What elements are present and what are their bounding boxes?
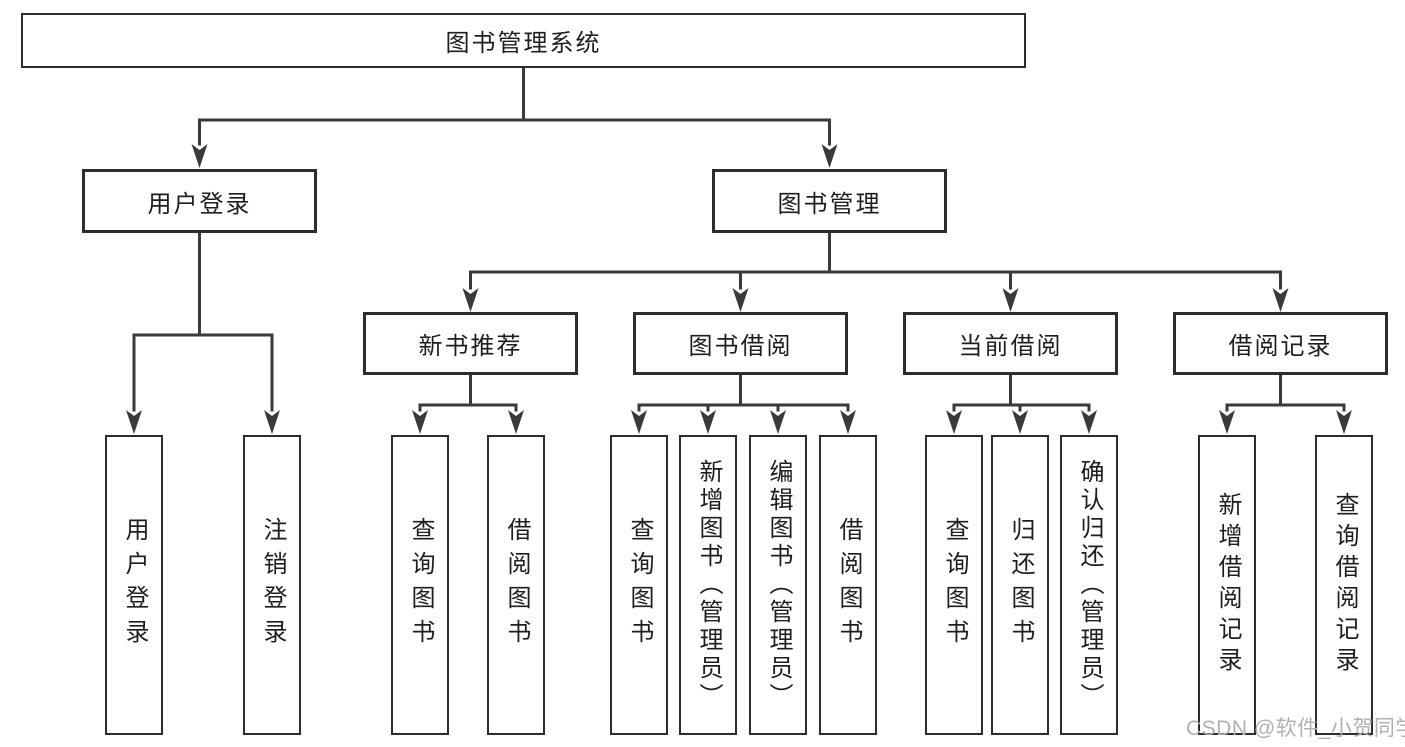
leaf-add-borrow-record: 新增借阅记录 — [1198, 435, 1256, 735]
leaf-query-books-recommend: 查询图书 — [391, 435, 449, 735]
leaf-user-login: 用户登录 — [105, 435, 163, 735]
leaf-query-books-current: 查询图书 — [925, 435, 983, 735]
leaf-query-books-recommend-label: 查询图书 — [407, 517, 434, 653]
leaf-edit-book-admin-label: 编辑图书（管理员） — [765, 459, 792, 711]
node-current-borrow: 当前借阅 — [903, 312, 1118, 375]
connector-current-trunk — [952, 373, 1091, 407]
watermark-text: CSDN @软件_小贺同学 — [1186, 717, 1405, 740]
leaf-add-book-admin-label: 新增图书（管理员） — [695, 459, 722, 711]
connector-bookmgmt-trunk — [469, 231, 1282, 274]
leaf-borrow-book-label: 借阅图书 — [835, 517, 862, 653]
leaf-confirm-return-admin-label: 确认归还（管理员） — [1076, 459, 1103, 711]
leaf-add-book-admin: 新增图书（管理员） — [679, 435, 737, 735]
node-new-book-recommend: 新书推荐 — [363, 312, 578, 375]
node-root: 图书管理系统 — [21, 13, 1026, 68]
leaf-query-books-borrow: 查询图书 — [610, 435, 668, 735]
node-book-borrow: 图书借阅 — [633, 312, 848, 375]
leaf-query-borrow-record-label: 查询借阅记录 — [1331, 492, 1358, 678]
connector-borrow-trunk — [637, 373, 850, 407]
leaf-query-books-borrow-label: 查询图书 — [626, 517, 653, 653]
leaf-borrow-book: 借阅图书 — [819, 435, 877, 735]
connector-root-trunk — [198, 66, 831, 122]
connector-userlogin-trunk — [132, 231, 274, 337]
leaf-confirm-return-admin: 确认归还（管理员） — [1060, 435, 1118, 735]
leaf-query-books-current-label: 查询图书 — [941, 517, 968, 653]
node-borrow-records: 借阅记录 — [1173, 312, 1388, 375]
connector-newbook-trunk — [418, 373, 518, 407]
leaf-user-login-label: 用户登录 — [121, 517, 148, 653]
leaf-edit-book-admin: 编辑图书（管理员） — [749, 435, 807, 735]
leaf-return-book-label: 归还图书 — [1007, 517, 1034, 653]
leaf-logout: 注销登录 — [243, 435, 301, 735]
leaf-add-borrow-record-label: 新增借阅记录 — [1214, 492, 1241, 678]
leaf-return-book: 归还图书 — [991, 435, 1049, 735]
node-book-management: 图书管理 — [712, 169, 947, 233]
node-user-login: 用户登录 — [82, 169, 317, 233]
leaf-borrow-book-recommend-label: 借阅图书 — [503, 517, 530, 653]
leaf-logout-label: 注销登录 — [259, 517, 286, 653]
connector-records-trunk — [1225, 373, 1346, 407]
leaf-borrow-book-recommend: 借阅图书 — [487, 435, 545, 735]
leaf-query-borrow-record: 查询借阅记录 — [1315, 435, 1373, 735]
